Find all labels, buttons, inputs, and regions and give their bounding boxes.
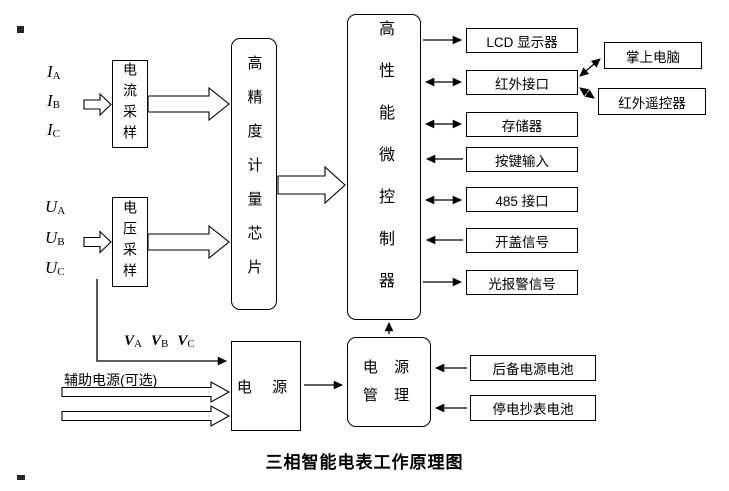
block-mcu: 高性能微控制器 xyxy=(347,14,421,320)
label-voltage-phase-b: UB xyxy=(45,228,65,248)
label-aux-power: 辅助电源(可选) xyxy=(64,372,158,388)
power-mgmt-line2: 管 理 xyxy=(362,387,416,404)
block-meter-reading-battery: 停电抄表电池 xyxy=(470,395,596,421)
block-backup-battery: 后备电源电池 xyxy=(470,355,596,381)
symbol-sub: B xyxy=(57,236,65,248)
line-voltage-to-power xyxy=(96,279,227,366)
symbol-base: U xyxy=(45,228,58,247)
symbol-base: I xyxy=(47,91,53,110)
arrow-ir-to-remote xyxy=(579,87,595,99)
block-label: 电 源 xyxy=(236,378,296,396)
block-485-interface: 485 接口 xyxy=(466,187,578,212)
block-lcd-display: LCD 显示器 xyxy=(466,28,578,53)
scan-artifact xyxy=(17,475,25,480)
symbol-sub: A xyxy=(52,70,61,82)
block-label: LCD 显示器 xyxy=(486,34,558,50)
symbol-base: I xyxy=(47,62,53,81)
symbol-base: U xyxy=(45,258,58,277)
symbol-base: V xyxy=(150,333,161,349)
block-key-input: 按键输入 xyxy=(466,147,578,172)
block-arrow-voltage-in xyxy=(83,230,112,254)
symbol-base: I xyxy=(47,120,53,139)
symbol-sub: B xyxy=(160,338,169,350)
block-power-management: 电 源 管 理 xyxy=(347,337,431,427)
block-label: 停电抄表电池 xyxy=(492,402,574,417)
block-label: 掌上电脑 xyxy=(626,49,680,65)
symbol-base: U xyxy=(45,197,58,216)
diagram-title: 三相智能电表工作原理图 xyxy=(265,453,464,472)
label-voltage-phase-c: UC xyxy=(45,258,65,278)
arrow-ir-to-palmtop xyxy=(579,58,601,77)
block-label: 高性能微控制器 xyxy=(376,20,393,314)
block-label: 电压采样 xyxy=(122,200,138,284)
block-label: 红外接口 xyxy=(495,76,549,92)
block-storage: 存储器 xyxy=(466,112,578,137)
scan-artifact xyxy=(17,26,24,33)
label-voltage-phase-a: UA xyxy=(45,197,65,217)
block-label: 开盖信号 xyxy=(495,234,549,250)
block-label: 电流采样 xyxy=(122,62,138,146)
symbol-sub: A xyxy=(57,205,66,217)
label-current-phase-b: IB xyxy=(47,91,60,111)
block-label: 按键输入 xyxy=(495,153,549,169)
symbol-sub: B xyxy=(52,99,61,111)
block-arrow-chip-to-mcu xyxy=(277,165,346,205)
block-arrow-aux-power-2 xyxy=(61,405,231,427)
block-arrow-voltage-to-chip xyxy=(147,224,230,260)
power-mgmt-line1: 电 源 xyxy=(362,359,416,377)
block-power-supply: 电 源 xyxy=(231,341,301,431)
block-palmtop-computer: 掌上电脑 xyxy=(604,42,702,69)
block-infrared-remote: 红外遥控器 xyxy=(598,88,706,115)
block-arrow-current-to-chip xyxy=(147,86,230,122)
symbol-vb: VB xyxy=(150,332,169,350)
block-label: 存储器 xyxy=(501,118,543,134)
block-metering-chip: 高精度计量芯片 xyxy=(231,38,277,310)
block-label: 红外遥控器 xyxy=(618,95,686,111)
block-cover-open-signal: 开盖信号 xyxy=(466,228,578,253)
block-infrared-interface: 红外接口 xyxy=(466,70,578,95)
symbol-base: V xyxy=(124,333,135,349)
symbol-sub: C xyxy=(187,338,195,350)
symbol-sub: A xyxy=(134,338,142,350)
block-label: 后备电源电池 xyxy=(492,362,574,377)
block-arrow-current-in xyxy=(83,92,112,117)
block-label: 高精度计量芯片 xyxy=(245,55,263,293)
block-arrow-aux-power-1 xyxy=(61,381,231,403)
label-current-phase-c: IC xyxy=(47,120,60,140)
block-voltage-sampling: 电压采样 xyxy=(112,197,148,287)
block-label: 电 源 管 理 xyxy=(363,354,415,410)
symbol-sub: C xyxy=(57,266,65,278)
block-current-sampling: 电流采样 xyxy=(112,60,148,148)
symbol-sub: C xyxy=(52,128,61,140)
symbol-va: VA xyxy=(124,332,142,350)
symbol-vc: VC xyxy=(177,332,195,350)
block-label: 485 接口 xyxy=(495,193,549,209)
block-optical-alarm-signal: 光报警信号 xyxy=(466,270,578,295)
label-va-vb-vc: VA VB VC xyxy=(124,332,200,350)
block-label: 光报警信号 xyxy=(488,276,556,292)
label-current-phase-a: IA xyxy=(47,62,61,82)
symbol-base: V xyxy=(177,333,188,349)
